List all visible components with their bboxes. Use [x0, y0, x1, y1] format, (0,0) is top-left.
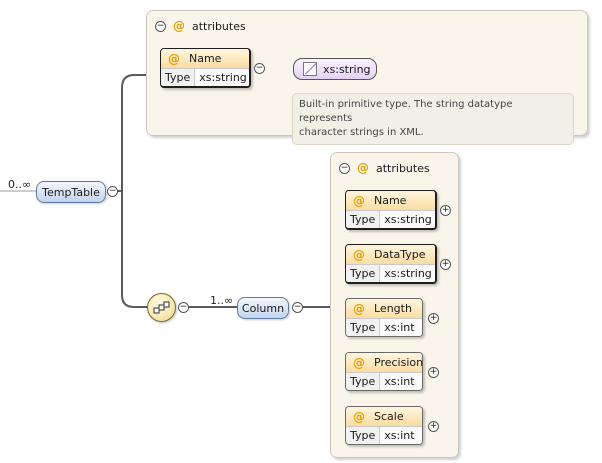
scale-expand-icon[interactable]: + — [428, 421, 439, 432]
attributes-collapse-icon[interactable]: − — [155, 20, 166, 32]
doc-line-2: character strings in XML. — [299, 127, 424, 138]
attribute-name-label: Scale — [374, 410, 404, 423]
at-icon: @ — [353, 247, 365, 262]
column-element[interactable]: Column — [237, 297, 289, 319]
attribute-name-label: Length — [374, 302, 412, 315]
attribute-length[interactable]: @ Length Type xs:int — [345, 298, 423, 337]
simple-type-icon — [303, 62, 317, 76]
at-icon: @ — [353, 193, 365, 208]
attribute-name-temptable[interactable]: @ Name Type xs:string — [160, 48, 251, 88]
sequence-glyph-icon — [153, 301, 169, 313]
temptable-element[interactable]: TempTable — [36, 181, 106, 203]
root-cardinality: 0..∞ — [8, 178, 32, 191]
at-icon: @ — [357, 161, 369, 175]
type-label: Type — [161, 69, 196, 86]
attribute-datatype[interactable]: @ DataType Type xs:string — [345, 244, 437, 284]
attributes-title: attributes — [192, 19, 246, 33]
attributes-collapse-icon[interactable]: − — [339, 162, 350, 174]
name-collapse-icon[interactable]: − — [254, 63, 265, 74]
name-expand-icon[interactable]: + — [440, 205, 451, 216]
type-label: Type — [346, 265, 381, 282]
attribute-name-label: Name — [374, 194, 407, 207]
length-expand-icon[interactable]: + — [428, 313, 439, 324]
doc-line-1: Built-in primitive type. The string data… — [299, 99, 513, 124]
temptable-collapse-icon[interactable]: − — [107, 186, 118, 197]
at-icon: @ — [353, 355, 365, 370]
type-value: xs:string — [380, 265, 435, 282]
at-icon: @ — [168, 51, 180, 66]
sequence-compositor-icon[interactable] — [147, 293, 176, 322]
sequence-collapse-icon[interactable]: − — [178, 302, 189, 313]
type-label: Type — [346, 373, 381, 390]
attribute-precision[interactable]: @ Precision Type xs:int — [345, 352, 423, 391]
type-value: xs:string — [195, 69, 249, 86]
simple-type-label: xs:string — [323, 62, 371, 76]
type-label: Type — [346, 211, 381, 228]
column-cardinality: 1..∞ — [210, 294, 234, 307]
simple-type-xs-string[interactable]: xs:string — [293, 58, 377, 80]
at-icon: @ — [353, 301, 365, 316]
at-icon: @ — [353, 409, 365, 424]
type-label: Type — [346, 427, 381, 444]
attributes-header: − @ attributes — [339, 160, 430, 176]
type-value: xs:int — [380, 373, 422, 390]
column-collapse-icon[interactable]: − — [292, 302, 303, 313]
precision-expand-icon[interactable]: + — [428, 367, 439, 378]
attribute-scale[interactable]: @ Scale Type xs:int — [345, 406, 423, 445]
type-value: xs:int — [380, 427, 422, 444]
type-label: Type — [346, 319, 381, 336]
type-value: xs:string — [380, 211, 435, 228]
datatype-expand-icon[interactable]: + — [440, 259, 451, 270]
attribute-name-column[interactable]: @ Name Type xs:string — [345, 190, 437, 230]
attribute-name-label: Precision — [374, 356, 423, 369]
attribute-name-label: DataType — [374, 248, 426, 261]
attributes-header: − @ attributes — [155, 18, 246, 34]
at-icon: @ — [173, 19, 185, 33]
attributes-title: attributes — [376, 161, 430, 175]
temptable-label: TempTable — [42, 185, 100, 199]
attribute-name-label: Name — [189, 52, 222, 65]
column-label: Column — [241, 301, 285, 315]
type-value: xs:int — [380, 319, 422, 336]
documentation-note: Built-in primitive type. The string data… — [292, 93, 574, 145]
